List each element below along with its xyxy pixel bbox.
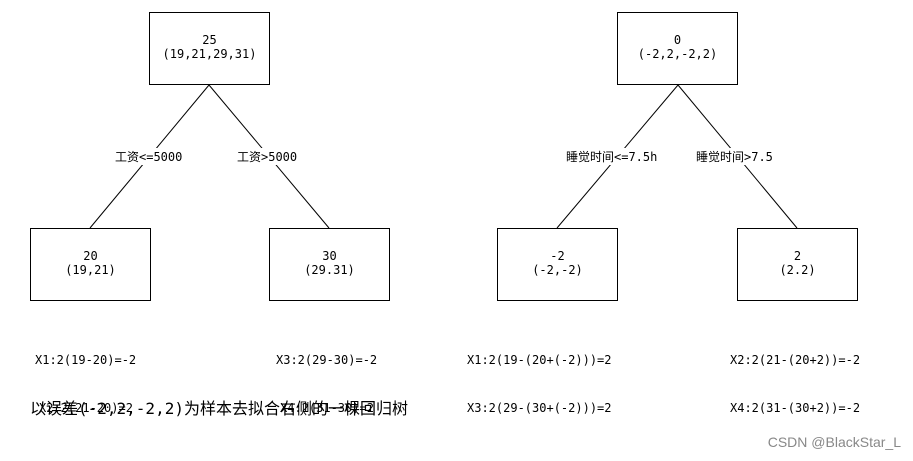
formula-line: X2:2(21-20)=2 bbox=[39, 401, 133, 415]
formula-line: X3:2(29-(30+(-2)))=2 bbox=[467, 401, 612, 415]
node-value: -2 bbox=[550, 249, 565, 263]
watermark: CSDN @BlackStar_L bbox=[767, 434, 901, 450]
left-tree-root-node: 25 (19,21,29,31) bbox=[149, 12, 270, 85]
node-members: (29.31) bbox=[304, 263, 355, 277]
node-members: (-2,2,-2,2) bbox=[637, 47, 718, 61]
left-tree-right-formulas: X3:2(29-30)=-2 X4:2(31-30)=2 bbox=[276, 320, 377, 432]
formula-line: X1:2(19-20)=-2 bbox=[35, 353, 137, 367]
formula-line: X4:2(31-30)=2 bbox=[280, 401, 374, 415]
right-tree-left-edge-label: 睡觉时间<=7.5h bbox=[565, 148, 659, 165]
formula-line: X1:2(19-(20+(-2)))=2 bbox=[467, 353, 612, 367]
right-tree-right-child-node: 2 (2.2) bbox=[737, 228, 858, 301]
right-tree-left-formulas: X1:2(19-(20+(-2)))=2 X3:2(29-(30+(-2)))=… bbox=[467, 320, 612, 432]
right-tree-root-node: 0 (-2,2,-2,2) bbox=[617, 12, 738, 85]
right-tree-right-formulas: X2:2(21-(20+2))=-2 X4:2(31-(30+2))=-2 bbox=[730, 320, 860, 432]
caption: 以误差(-2,2,-2,2)为样本去拟合右侧的一棵回归树 bbox=[30, 399, 408, 418]
node-members: (19,21,29,31) bbox=[162, 47, 257, 61]
left-tree-left-child-node: 20 (19,21) bbox=[30, 228, 151, 301]
node-value: 2 bbox=[793, 249, 802, 263]
node-members: (2.2) bbox=[779, 263, 816, 277]
right-tree-left-child-node: -2 (-2,-2) bbox=[497, 228, 618, 301]
right-tree-right-edge-label: 睡觉时间>7.5 bbox=[695, 148, 774, 165]
left-tree-left-edge-label: 工资<=5000 bbox=[114, 148, 184, 165]
left-tree-left-formulas: X1:2(19-20)=-2 X2:2(21-20)=2 bbox=[35, 320, 136, 432]
node-value: 30 bbox=[322, 249, 337, 263]
node-members: (19,21) bbox=[65, 263, 116, 277]
node-value: 25 bbox=[202, 33, 217, 47]
node-members: (-2,-2) bbox=[532, 263, 583, 277]
formula-line: X4:2(31-(30+2))=-2 bbox=[730, 401, 861, 415]
left-tree-right-child-node: 30 (29.31) bbox=[269, 228, 390, 301]
formula-line: X3:2(29-30)=-2 bbox=[276, 353, 378, 367]
node-value: 20 bbox=[83, 249, 98, 263]
node-value: 0 bbox=[673, 33, 682, 47]
left-tree-right-edge-label: 工资>5000 bbox=[236, 148, 299, 165]
formula-line: X2:2(21-(20+2))=-2 bbox=[730, 353, 861, 367]
